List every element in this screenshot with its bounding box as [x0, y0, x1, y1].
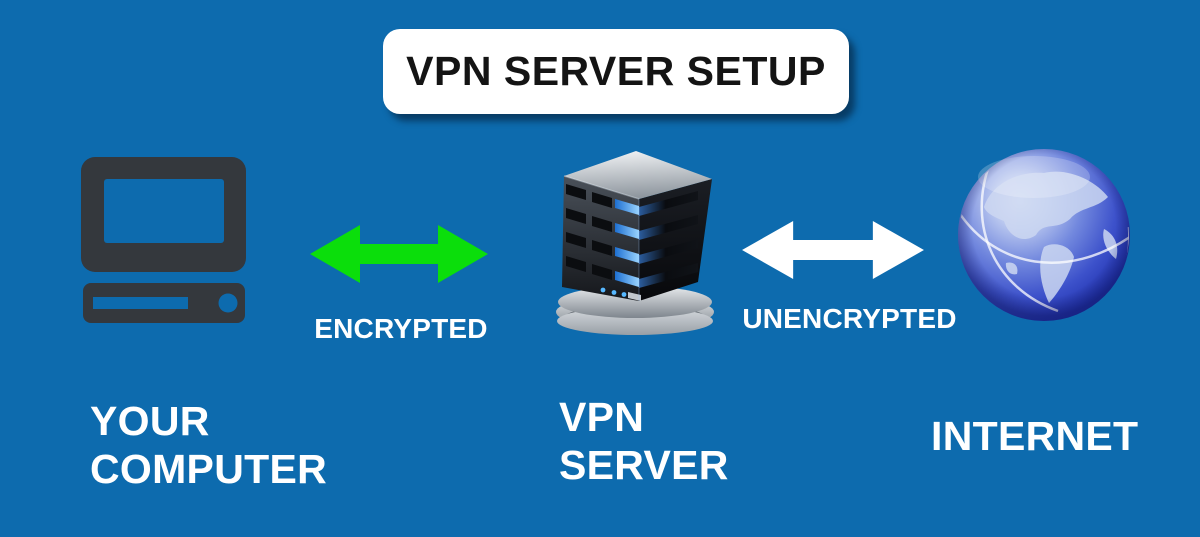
encrypted-arrow-shape [310, 225, 488, 283]
server-led-rows [566, 184, 639, 287]
server-top-panel [564, 151, 712, 199]
computer-label-line1: YOUR [90, 398, 210, 444]
unencrypted-arrow-shape [742, 221, 924, 279]
computer-label-line2: COMPUTER [90, 446, 328, 492]
internet-label: INTERNET [931, 412, 1138, 460]
server-status-leds [600, 287, 641, 301]
server-base-top [558, 286, 712, 318]
monitor-screen [104, 179, 224, 243]
globe-edge-shade [958, 149, 1130, 321]
desktop-computer-icon [81, 157, 246, 323]
vpn-server-label-line2: SERVER [559, 442, 729, 488]
encrypted-double-arrow-icon [310, 225, 488, 283]
diagram-title: VPN SERVER SETUP [406, 48, 826, 94]
unencrypted-label: UNENCRYPTED [742, 303, 957, 334]
encrypted-label: ENCRYPTED [314, 313, 488, 344]
internet-label-line1: INTERNET [931, 413, 1139, 459]
vpn-server-label-line1: VPN [559, 394, 645, 440]
disk-slot [93, 297, 188, 309]
server-side-stripes [639, 191, 698, 288]
title-box: VPN SERVER SETUP [383, 29, 849, 114]
server-tower-icon [556, 151, 714, 335]
server-edge-highlight [563, 175, 640, 200]
computer-label: YOUR COMPUTER [90, 397, 327, 493]
unencrypted-double-arrow-icon [742, 221, 924, 279]
globe-icon [958, 149, 1130, 321]
vpn-server-label: VPN SERVER [559, 393, 729, 489]
power-button [218, 293, 238, 313]
